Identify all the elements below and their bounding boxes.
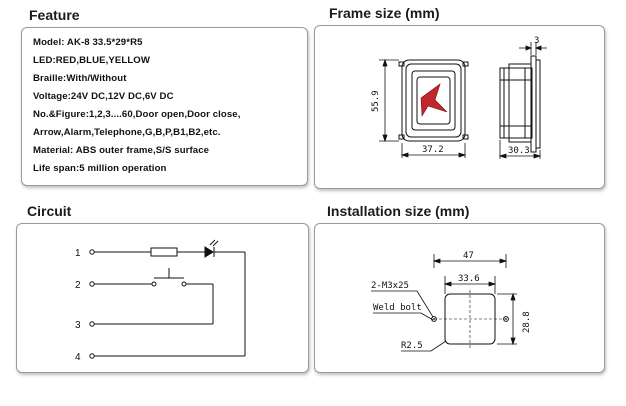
height-dimension: [379, 58, 399, 143]
installation-drawing: 47 33.6 28.8: [371, 251, 532, 352]
depth-dimension: [498, 140, 542, 159]
outer-width-dimension: [432, 254, 508, 268]
feature-figure: No.&Figure:1,2,3....60,Door open,Door cl…: [33, 109, 241, 120]
weld-bolt-label: Weld bolt: [373, 303, 422, 313]
inner-width-dimension: [443, 276, 497, 294]
led-icon: [204, 239, 219, 258]
front-view: [398, 59, 469, 142]
inner-width-label: 33.6: [458, 274, 480, 284]
radius-label: R2.5: [401, 341, 423, 351]
terminal-3: [89, 321, 95, 327]
height-dimension: [497, 292, 517, 346]
circuit-panel: 1 2 3 4: [16, 223, 309, 373]
feature-voltage: Voltage:24V DC,12V DC,6V DC: [33, 91, 174, 102]
side-view: [499, 55, 541, 153]
pin-4-label: 4: [75, 352, 81, 363]
lip-dimension: [519, 42, 547, 55]
pin-1-label: 1: [75, 248, 81, 259]
feature-panel: Model: AK-8 33.5*29*R5 LED:RED,BLUE,YELL…: [21, 27, 308, 186]
weld-bolt-marks: [431, 316, 509, 322]
screw-label: 2-M3x25: [371, 281, 409, 291]
feature-braille: Braille:With/Without: [33, 73, 127, 84]
terminal-4: [89, 353, 95, 359]
arrow-figure-icon: [420, 83, 448, 117]
outer-width-label: 47: [463, 251, 474, 261]
installation-panel: 47 33.6 28.8: [314, 223, 605, 373]
frame-size-drawing: 55.9 37.2 30.3: [371, 36, 547, 159]
frame-size-title: Frame size (mm): [329, 5, 440, 21]
frame-width-label: 37.2: [422, 145, 444, 155]
install-height-label: 28.8: [522, 311, 532, 333]
feature-material: Material: ABS outer frame,S/S surface: [33, 145, 210, 156]
feature-figure-cont: Arrow,Alarm,Telephone,G,B,P,B1,B2,etc.: [33, 127, 221, 138]
feature-title: Feature: [29, 7, 80, 23]
circuit-title: Circuit: [27, 203, 72, 219]
frame-height-label: 55.9: [371, 90, 381, 112]
feature-model: Model: AK-8 33.5*29*R5: [33, 37, 143, 48]
frame-depth-label: 30.3: [508, 146, 530, 156]
installation-size-title: Installation size (mm): [327, 203, 470, 219]
resistor: [150, 247, 178, 257]
frame-lip-label: 3: [534, 36, 539, 46]
pin-3-label: 3: [75, 320, 81, 331]
width-dimension: [400, 143, 467, 158]
frame-size-panel: 55.9 37.2 30.3: [314, 25, 605, 189]
circuit-diagram: 1 2 3 4: [75, 239, 246, 363]
feature-lifespan: Life span:5 million operation: [33, 163, 167, 174]
feature-led: LED:RED,BLUE,YELLOW: [33, 55, 151, 66]
terminal-1: [89, 249, 95, 255]
terminal-2: [89, 281, 95, 287]
pin-2-label: 2: [75, 280, 81, 291]
